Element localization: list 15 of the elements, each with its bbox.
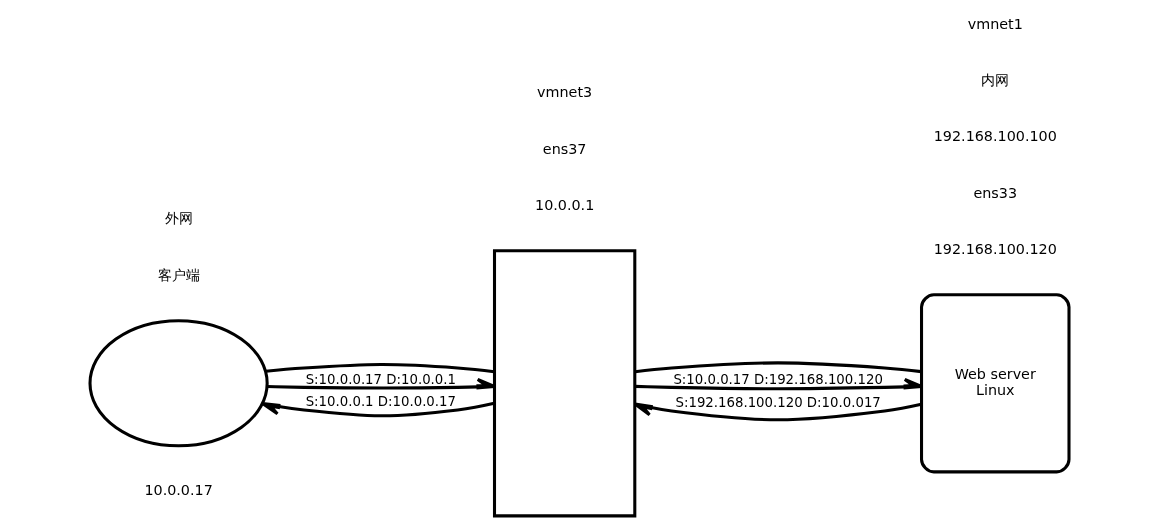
edge-label: S:10.0.0.17 D:192.168.100.120 (672, 371, 883, 387)
label: 客户端 (157, 266, 200, 283)
label: 10.0.0.1 (534, 196, 594, 213)
edge-label: S:192.168.100.120 D:10.0.017 (675, 394, 881, 410)
label: 10.0.0.17 (143, 481, 213, 498)
label: 192.168.100.120 (933, 240, 1057, 257)
label: ens33 (972, 184, 1017, 201)
label: 外网 (164, 209, 193, 226)
label: vmnet3 (536, 83, 592, 100)
edge-label: S:10.0.0.1 D:10.0.0.17 (305, 393, 456, 409)
label: vmnet1 (967, 15, 1023, 32)
label: ens37 (542, 140, 586, 157)
edge-label: S:10.0.0.17 D:10.0.0.1 (305, 371, 456, 387)
label: 内网 (980, 71, 1009, 88)
label: 192.168.100.100 (933, 127, 1057, 144)
